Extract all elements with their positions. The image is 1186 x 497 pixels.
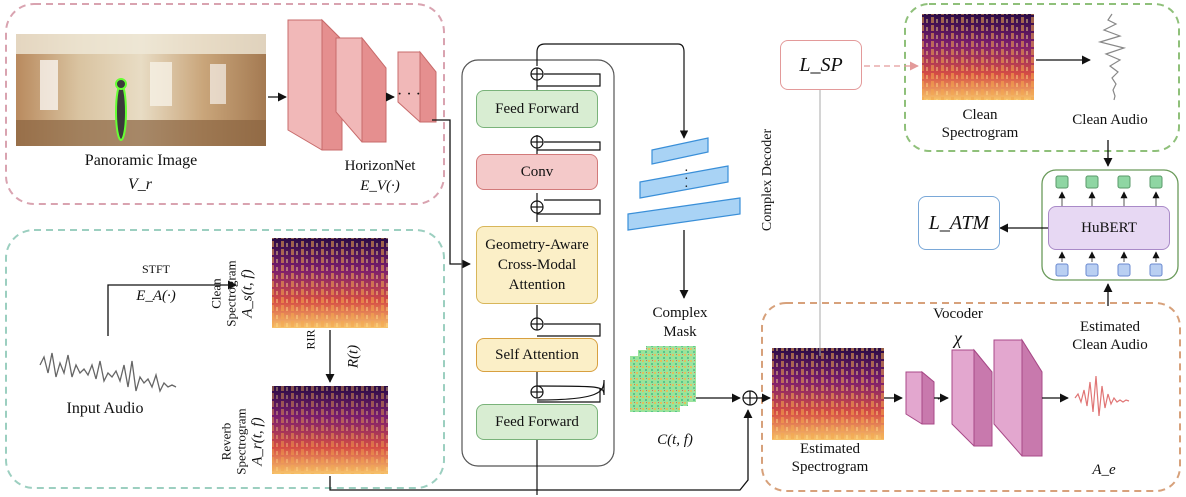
clean-output-region — [904, 3, 1180, 152]
estimated-audio-symbol: A_e — [1092, 462, 1116, 478]
loss-atm-box: L_ATM — [918, 196, 1000, 250]
cross-attention-line2: Cross-Modal — [497, 256, 577, 273]
estimated-spec-line1: Estimated — [800, 441, 860, 457]
hubert-tokens — [1055, 175, 1163, 189]
panoramic-image-symbol: V_r — [128, 176, 152, 193]
estimated-spectrogram-label: Estimated Spectrogram — [776, 440, 884, 476]
cross-attention-line1: Geometry-Aware — [485, 236, 589, 253]
loss-sp-box: L_SP — [780, 40, 862, 90]
vocoder-symbol: χ — [954, 328, 962, 348]
cross-attention-line3: Attention — [508, 277, 566, 294]
clean-spec-right-line2: Spectrogram — [941, 125, 1019, 141]
feed-forward-top-block: Feed Forward — [476, 90, 598, 128]
clean-audio-waveform — [1097, 13, 1127, 101]
input-audio-label: Input Audio — [66, 400, 144, 417]
feed-forward-bottom-block: Feed Forward — [476, 404, 598, 440]
vocoder-label: Vocoder — [933, 306, 983, 322]
complex-decoder-label: Complex Decoder — [760, 128, 775, 232]
vocoder-blocks — [905, 338, 1043, 457]
panoramic-image-label: Panoramic Image — [84, 152, 198, 169]
rir-label: RIR — [303, 329, 318, 350]
clean-spec-left-symbol: A_s(t, f) — [239, 269, 256, 318]
complex-mask-image — [630, 346, 696, 412]
hubert-block: HuBERT — [1048, 206, 1170, 250]
complex-decoder-planes — [627, 137, 741, 231]
stft-label: STFT — [141, 262, 170, 276]
clean-spec-left-line1: Clean — [208, 278, 224, 309]
panorama-region — [5, 3, 445, 205]
estimated-clean-audio-label: Estimated Clean Audio — [1060, 318, 1160, 354]
clean-spectrogram-right-label: Clean Spectrogram — [928, 106, 1032, 142]
complex-mask-label: Complex Mask — [640, 304, 720, 342]
complex-mask-symbol: C(t, f) — [657, 432, 693, 448]
complex-mask-line1: Complex — [652, 305, 708, 321]
estimated-clean-audio-line1: Estimated — [1080, 319, 1140, 335]
estimated-clean-audio-line2: Clean Audio — [1072, 337, 1148, 353]
clean-spec-right-line1: Clean — [962, 107, 998, 123]
clean-audio-label: Clean Audio — [1072, 112, 1148, 128]
input-audio-waveform — [39, 352, 177, 393]
estimated-spec-line2: Spectrogram — [791, 459, 869, 475]
svg-text:·: · — [684, 180, 689, 195]
hubert-input-tokens — [1055, 263, 1163, 277]
hubert-group — [1041, 169, 1179, 281]
horizonnet-blocks — [287, 18, 437, 151]
self-attention-block: Self Attention — [476, 338, 598, 372]
svg-text:·: · — [684, 172, 689, 187]
clean-spec-left-line2: Spectrogram — [223, 260, 239, 327]
estimated-audio-waveform — [1074, 375, 1130, 417]
stft-symbol: E_A(·) — [136, 288, 176, 304]
complex-mask-line2: Mask — [663, 323, 697, 340]
reverb-spec-line2: Spectrogram — [233, 408, 249, 475]
reverb-spectrogram-label: Reverb Spectrogram A_r(t, f) — [218, 387, 266, 497]
horizonnet-label: HorizonNet — [344, 158, 416, 174]
transformer-stack — [461, 59, 615, 467]
rir-symbol: R(t) — [345, 344, 362, 369]
svg-text:· · ·: · · · — [397, 86, 421, 103]
reverb-spec-line1: Reverb — [218, 422, 234, 461]
panoramic-image — [16, 34, 266, 146]
svg-text:·: · — [684, 164, 689, 179]
reverb-spec-symbol: A_r(t, f) — [249, 417, 266, 466]
conv-block: Conv — [476, 154, 598, 190]
horizonnet-symbol: E_V(·) — [360, 178, 400, 194]
cross-attention-block: Geometry-Aware Cross-Modal Attention — [476, 226, 598, 304]
svg-text:·: · — [936, 391, 941, 408]
clean-spectrogram-left-label: Clean Spectrogram A_s(t, f) — [208, 239, 256, 349]
